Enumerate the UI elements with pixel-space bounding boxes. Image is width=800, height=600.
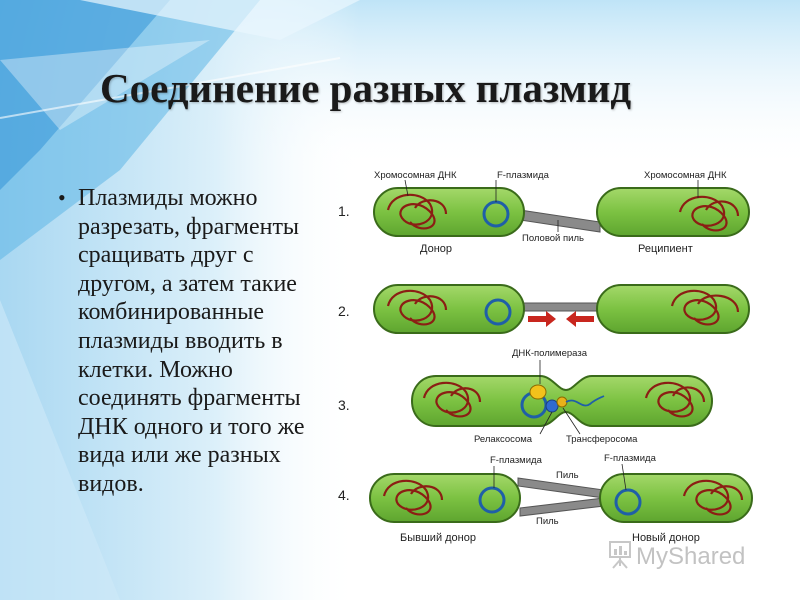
transferosome-icon [556, 396, 568, 408]
chromosomal-dna [678, 195, 740, 232]
step-number-4: 4. [338, 487, 350, 503]
label-chromosomal-dna: Хромосомная ДНК [374, 170, 457, 181]
chromosomal-dna [386, 193, 448, 230]
label-f-plasmid: F-плазмида [497, 170, 550, 181]
recipient-cell [596, 284, 750, 334]
label-former-donor: Бывший донор [400, 532, 476, 544]
chromosomal-dna [382, 479, 444, 516]
watermark-logo: MyShared [609, 541, 745, 570]
donor-cell [373, 187, 525, 237]
bullet-text: Плазмиды можно разрезать, фрагменты сращ… [78, 185, 305, 497]
recipient-cell [596, 187, 750, 237]
step-number-2: 2. [338, 303, 350, 319]
watermark-text: MyShared [636, 543, 745, 570]
label-new-donor: Новый донор [632, 532, 700, 544]
pilus [519, 209, 601, 233]
step-number-1: 1. [338, 203, 350, 219]
arrow-left-icon [566, 311, 594, 327]
chromosomal-dna [422, 381, 482, 418]
label-relaxosome: Релаксосома [474, 434, 533, 445]
label-chromosomal-dna: Хромосомная ДНК [644, 170, 727, 181]
label-pilus: Пиль [556, 470, 579, 481]
chromosomal-dna [670, 289, 740, 326]
f-plasmid [484, 298, 512, 326]
donor-cell [373, 284, 525, 334]
label-f-plasmid: F-плазмида [490, 455, 543, 466]
label-dna-polymerase: ДНК-полимераза [512, 348, 588, 359]
label-sex-pilus: Половой пиль [522, 233, 584, 244]
chromosomal-dna [644, 381, 706, 418]
relaxosome-icon [545, 399, 559, 413]
f-plasmid [614, 488, 642, 516]
chromosomal-dna [386, 289, 448, 326]
bullet-list: • Плазмиды можно разрезать, фрагменты ср… [58, 184, 328, 499]
arrow-right-icon [528, 311, 556, 327]
label-recipient: Реципиент [638, 243, 693, 255]
step-number-3: 3. [338, 397, 350, 413]
slide-title: Соединение разных плазмид [100, 65, 632, 111]
dna-polymerase-icon [529, 384, 547, 400]
pilus [519, 302, 601, 312]
label-f-plasmid: F-плазмида [604, 453, 657, 464]
pilus [519, 497, 605, 517]
f-plasmid [478, 486, 506, 514]
label-transferosome: Трансферосома [566, 434, 638, 445]
pilus [517, 477, 605, 499]
presentation-board-icon [609, 541, 631, 569]
transferred-strand [565, 395, 605, 407]
label-pilus: Пиль [536, 516, 559, 527]
former-donor-cell [369, 473, 521, 523]
label-donor: Донор [420, 243, 452, 255]
bullet-marker: • [58, 185, 66, 210]
chromosomal-dna [682, 479, 744, 516]
